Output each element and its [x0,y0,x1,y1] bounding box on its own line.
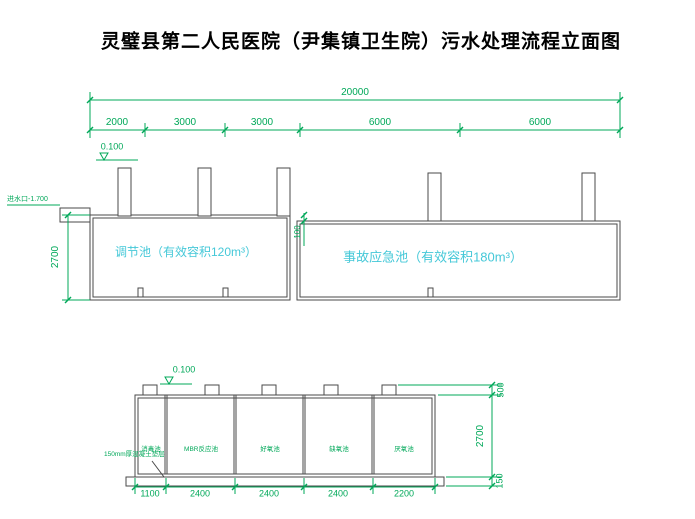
dim-segment-3: 3000 [250,117,274,128]
dim-segment-2: 3000 [173,117,197,128]
dim-step: 100 [293,225,302,239]
compartment-label-4: 缺氧池 [329,445,349,453]
vent-stack [427,172,442,222]
compartment-label-1: 消毒池 [141,445,161,453]
dim-right-150: 150 [494,473,505,489]
hatch [142,384,158,396]
hatch [204,384,220,396]
dim-bottom-4: 2400 [327,488,349,499]
dim-bottom-3: 2400 [258,488,280,499]
slab-note: 150mm厚混凝土垫层 [104,451,165,458]
dim-right-500: 500 [495,382,506,398]
hatch [261,384,277,396]
compartment-label-2: MBR反应池 [184,445,218,453]
tank-label-emergency: 事故应急池（有效容积180m³） [343,249,523,265]
level-marker-upper: 0.100 [100,141,124,152]
hatch [381,384,397,396]
tank-label-regulating: 调节池（有效容积120m³） [114,245,258,259]
vent-stack [197,167,212,217]
dim-segment-1: 2000 [105,117,129,128]
drawing-title: 灵璧县第二人民医院（尹集镇卫生院）污水处理流程立面图 [100,31,622,53]
hatch [323,384,339,396]
dim-right-2700: 2700 [475,424,486,448]
dim-segment-4: 6000 [368,117,392,128]
compartment-label-3: 好氧池 [260,445,280,453]
vent-stack [276,167,291,217]
vent-stack [117,167,132,217]
dim-total: 20000 [341,87,369,98]
level-marker-lower: 0.100 [172,364,196,375]
dim-height-upper: 2700 [50,245,61,269]
base-slab [125,476,445,487]
compartment-label-5: 厌氧池 [394,445,414,453]
dim-bottom-1: 1100 [140,488,160,499]
inlet-label: 进水口-1.700 [7,196,48,203]
vent-stack [581,172,596,222]
dim-bottom-2: 2400 [189,488,211,499]
dim-bottom-5: 2200 [393,488,415,499]
dim-segment-5: 6000 [528,117,552,128]
